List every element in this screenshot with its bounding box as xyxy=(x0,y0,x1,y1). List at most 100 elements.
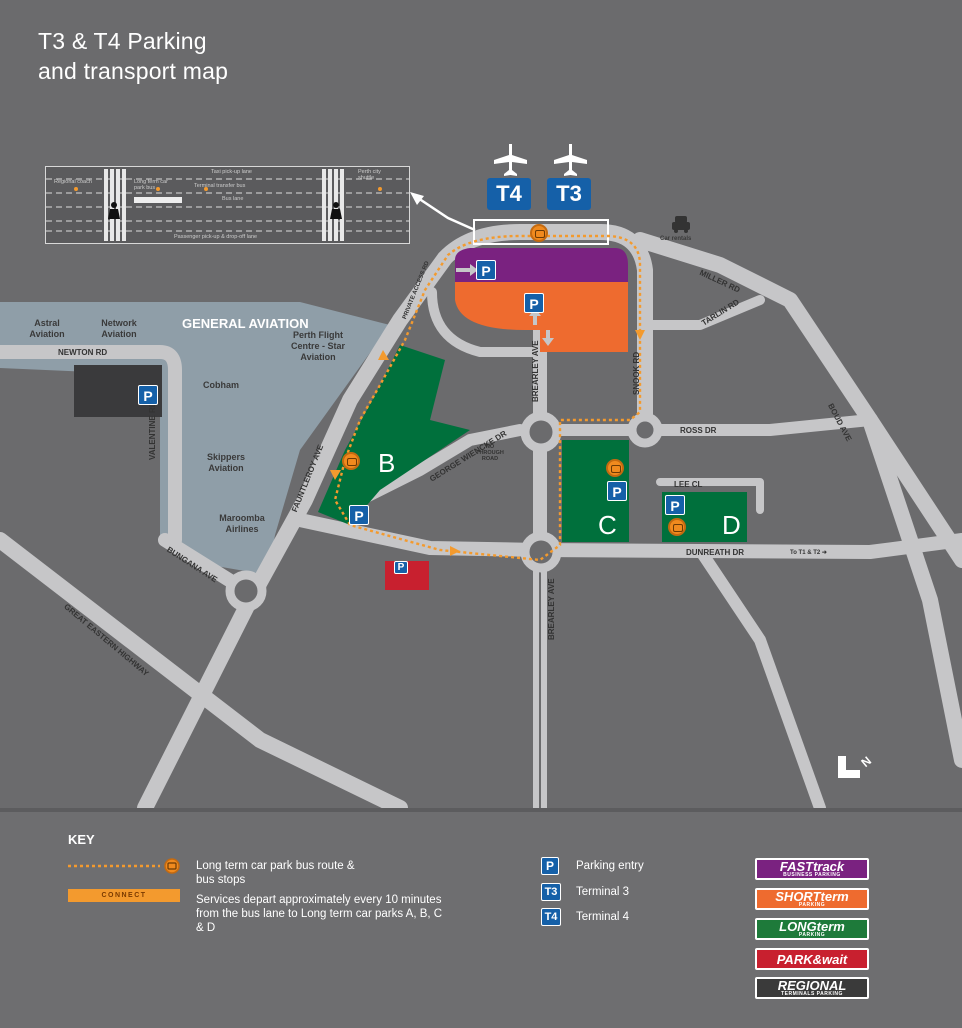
parking-entry-general-aviation[interactable]: P xyxy=(138,385,158,405)
road-george-wiencke xyxy=(354,424,526,506)
ross-dr-label: ROSS DR xyxy=(680,426,717,435)
bus-route xyxy=(333,234,642,562)
dunreath-dr-label: DUNREATH DR xyxy=(686,548,745,557)
to-t1-t2-text: To T1 & T2 xyxy=(790,550,821,556)
no-through-road-label: NO THROUGH ROAD xyxy=(476,444,504,462)
inset-terminal-transfer: Terminal transfer bus xyxy=(194,183,246,189)
key-bus-route-symbol xyxy=(68,858,180,874)
key-parking-badge: P xyxy=(541,857,559,875)
brand-shortterm-name: SHORTterm xyxy=(775,889,849,904)
key-services-text: Services depart approximately every 10 m… xyxy=(196,894,443,934)
road-boud-lower xyxy=(862,412,962,768)
key-connect-badge: CONNECT xyxy=(68,889,180,902)
newton-rd-label: NEWTON RD xyxy=(58,348,108,357)
north-arrow-icon: N xyxy=(838,754,874,778)
fasttrack-carpark xyxy=(455,248,628,282)
brearley-ave-south-label: BREARLEY AVE xyxy=(547,578,556,640)
brand-longterm-name: LONGterm xyxy=(779,919,845,934)
brand-parkwait-name: PARK&wait xyxy=(776,952,848,967)
arrow-right-icon: ➜ xyxy=(821,550,827,556)
bus-stop-icon-b[interactable] xyxy=(342,452,360,470)
brand-longterm-sub: PARKING xyxy=(798,932,826,938)
airplane-icon-t3 xyxy=(554,144,587,176)
road-bottom-right xyxy=(694,544,826,808)
perth-flight-centre-label: Perth Flight Centre - Star Aviation xyxy=(290,330,345,362)
general-aviation-label: GENERAL AVIATION xyxy=(182,316,309,331)
entry-arrow-fasttrack xyxy=(456,264,478,276)
brand-regional-sub: TERMINALS PARKING xyxy=(781,991,843,997)
pedestrian-icons xyxy=(108,202,342,219)
inset-regional-coach: Regional coach xyxy=(54,179,92,185)
lee-cl-label: LEE CL xyxy=(674,480,703,489)
brand-fasttrack-name: FASTtrack xyxy=(779,859,845,874)
skippers-label: Skippers Aviation xyxy=(206,452,246,473)
parking-entry-d[interactable]: P xyxy=(665,495,685,515)
key-t3-badge: T3 xyxy=(541,883,561,901)
map-key: KEY Long term car park bus route & bus s… xyxy=(0,808,962,1028)
bus-stop-icon-terminal[interactable] xyxy=(530,224,548,242)
shortterm-carpark xyxy=(455,282,628,352)
zone-d-label: D xyxy=(722,510,741,540)
bus-stop-icon-c[interactable] xyxy=(606,459,624,477)
brand-shortterm-sub: PARKING xyxy=(798,902,826,908)
inset-pointer-arrow xyxy=(414,194,476,232)
brearley-ave-north-label: BREARLEY AVE xyxy=(531,340,540,402)
astral-aviation-label: Astral Aviation xyxy=(29,318,65,339)
terminal-lanes-inset: Taxi pick-up lane Bus lane Passenger pic… xyxy=(45,166,410,244)
road-inner-loop xyxy=(427,287,540,357)
inset-graphic xyxy=(46,169,409,241)
key-terminal4-text: Terminal 4 xyxy=(576,911,630,923)
inset-taxi-lane: Taxi pick-up lane xyxy=(211,169,252,175)
zone-c-label: C xyxy=(598,510,617,540)
car-rental-icon xyxy=(672,216,690,233)
terminal-t3-badge[interactable]: T3 xyxy=(547,178,591,210)
inset-bus-lane: Bus lane xyxy=(222,196,244,202)
key-t4-badge: T4 xyxy=(541,908,561,926)
parking-entry-parkwait[interactable]: P xyxy=(394,561,408,574)
longterm-carpark-b xyxy=(318,345,470,525)
maroomba-label: Maroomba Airlines xyxy=(219,513,265,534)
svg-text:N: N xyxy=(858,754,874,770)
entry-arrow-shortterm-down xyxy=(542,330,554,346)
parking-entry-b[interactable]: P xyxy=(349,505,369,525)
road-miller xyxy=(632,232,962,568)
valentine-rd-label: VALENTINE RD xyxy=(148,401,157,460)
key-parking-entry-text: Parking entry xyxy=(576,860,644,872)
inset-passenger-lane: Passenger pick-up & drop-off lane xyxy=(174,234,258,240)
brand-parkwait[interactable]: PARK&wait xyxy=(755,948,869,970)
map-title-line1: T3 & T4 Parking xyxy=(38,28,207,54)
brand-regional-name: REGIONAL xyxy=(777,978,847,993)
snook-rd-label: SNOOK RD xyxy=(632,351,641,395)
network-aviation-label: Network Aviation xyxy=(101,318,137,339)
roundabouts xyxy=(225,411,663,612)
airplane-icons xyxy=(494,144,587,176)
key-terminal3-text: Terminal 3 xyxy=(576,886,630,898)
map-title-line2: and transport map xyxy=(38,58,229,84)
road-dunreath xyxy=(293,513,962,559)
cobham-label: Cobham xyxy=(203,380,239,390)
bus-route-arrows xyxy=(330,330,645,556)
car-rentals-label: Car rentals xyxy=(660,236,692,242)
brand-fasttrack-sub: BUSINESS PARKING xyxy=(783,872,841,878)
key-title: KEY xyxy=(68,832,95,847)
airplane-icon-t4 xyxy=(494,144,527,176)
road-fauntleroy xyxy=(137,224,608,808)
bus-stop-icon-d[interactable] xyxy=(668,518,686,536)
road-great-eastern xyxy=(0,532,408,808)
road-lee xyxy=(656,478,764,514)
map-title: T3 & T4 Parking and transport map xyxy=(38,26,228,86)
key-bus-route-text: Long term car park bus route & bus stops xyxy=(196,860,355,886)
terminal-t4-badge[interactable]: T4 xyxy=(487,178,531,210)
parking-entry-shortterm[interactable]: P xyxy=(524,293,544,313)
parking-entry-c[interactable]: P xyxy=(607,481,627,501)
road-tarlin xyxy=(640,295,765,330)
inset-long-term-bus: Long term car park bus xyxy=(134,179,168,191)
road-newton xyxy=(0,345,182,547)
parking-entry-fasttrack[interactable]: P xyxy=(476,260,496,280)
terminal-bus-lane-box xyxy=(473,219,609,245)
